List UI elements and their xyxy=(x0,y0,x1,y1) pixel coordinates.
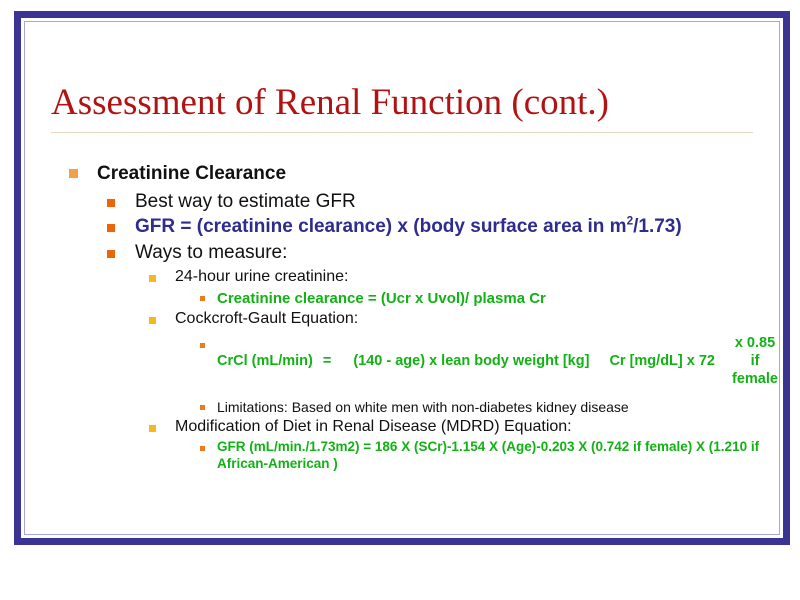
equation-left-side: CrCl (mL/min) xyxy=(217,353,313,370)
equation-equals-sign: = xyxy=(322,353,332,370)
bullet-square-icon xyxy=(107,250,115,259)
cockcroft-gault-equation: CrCl (mL/min) = (140 - age) x lean body … xyxy=(25,334,779,388)
list-item-mdrd: Modification of Diet in Renal Disease (M… xyxy=(25,417,779,438)
list-item-label: Ways to measure: xyxy=(135,242,288,264)
list-item-24h-urine: 24-hour urine creatinine: xyxy=(25,267,779,288)
list-item-mdrd-formula: GFR (mL/min./1.73m2) = 186 X (SCr)-1.154… xyxy=(25,439,779,473)
list-item-gfr-formula: GFR = (creatinine clearance) x (body sur… xyxy=(25,215,779,240)
title-divider xyxy=(51,131,753,133)
list-item-label: GFR (mL/min./1.73m2) = 186 X (SCr)-1.154… xyxy=(217,439,760,472)
equation-expression: CrCl (mL/min) = (140 - age) x lean body … xyxy=(217,334,779,388)
gfr-formula-superscript: 2 xyxy=(626,215,634,229)
slide-frame: Assessment of Renal Function (cont.) Cre… xyxy=(14,11,790,545)
list-item-label: Creatinine clearance = (Ucr x Uvol)/ pla… xyxy=(217,289,546,307)
list-item-label: Limitations: Based on white men with non… xyxy=(217,399,629,416)
list-item-label: GFR = (creatinine clearance) x (body sur… xyxy=(135,215,765,240)
bullet-square-icon xyxy=(149,317,156,325)
slide-body: Creatinine Clearance Best way to estimat… xyxy=(25,162,779,474)
bullet-square-icon xyxy=(200,342,205,348)
bullet-square-icon xyxy=(69,169,78,178)
list-item-limitations: Limitations: Based on white men with non… xyxy=(25,398,779,416)
bullet-square-icon xyxy=(107,224,115,233)
list-item-best-way: Best way to estimate GFR xyxy=(25,190,779,215)
equation-tail-female-factor: x 0.85 if female xyxy=(732,334,778,388)
page-title: Assessment of Renal Function (cont.) xyxy=(51,82,609,123)
slide-inner-frame: Assessment of Renal Function (cont.) Cre… xyxy=(24,21,780,535)
bullet-square-icon xyxy=(149,425,156,433)
list-item-label: 24-hour urine creatinine: xyxy=(175,267,349,285)
list-item-ways-to-measure: Ways to measure: xyxy=(25,241,779,266)
bullet-square-icon xyxy=(200,446,205,452)
equation-denominator: Cr [mg/dL] x 72 xyxy=(609,353,715,370)
bullet-square-icon xyxy=(200,295,205,301)
equation-fraction: (140 - age) x lean body weight [kg] Cr [… xyxy=(345,353,723,369)
list-item-label: Cockcroft-Gault Equation: xyxy=(175,310,359,328)
list-item-creatinine-clearance-formula: Creatinine clearance = (Ucr x Uvol)/ pla… xyxy=(25,289,779,309)
bullet-square-icon xyxy=(107,198,115,207)
list-item-label: Creatinine Clearance xyxy=(97,163,287,184)
title-block: Assessment of Renal Function (cont.) xyxy=(51,82,753,133)
gfr-formula-post: /1.73) xyxy=(633,216,682,238)
list-item-label: Modification of Diet in Renal Disease (M… xyxy=(175,418,572,436)
bullet-square-icon xyxy=(200,405,205,411)
list-item-label: Best way to estimate GFR xyxy=(135,190,356,212)
equation-numerator: (140 - age) x lean body weight [kg] xyxy=(353,353,590,370)
list-item-cockcroft-gault: Cockcroft-Gault Equation: xyxy=(25,309,779,330)
gfr-formula-pre: GFR = (creatinine clearance) x (body sur… xyxy=(135,216,627,238)
list-item-creatinine-clearance: Creatinine Clearance xyxy=(25,162,779,186)
bullet-square-icon xyxy=(149,274,156,282)
